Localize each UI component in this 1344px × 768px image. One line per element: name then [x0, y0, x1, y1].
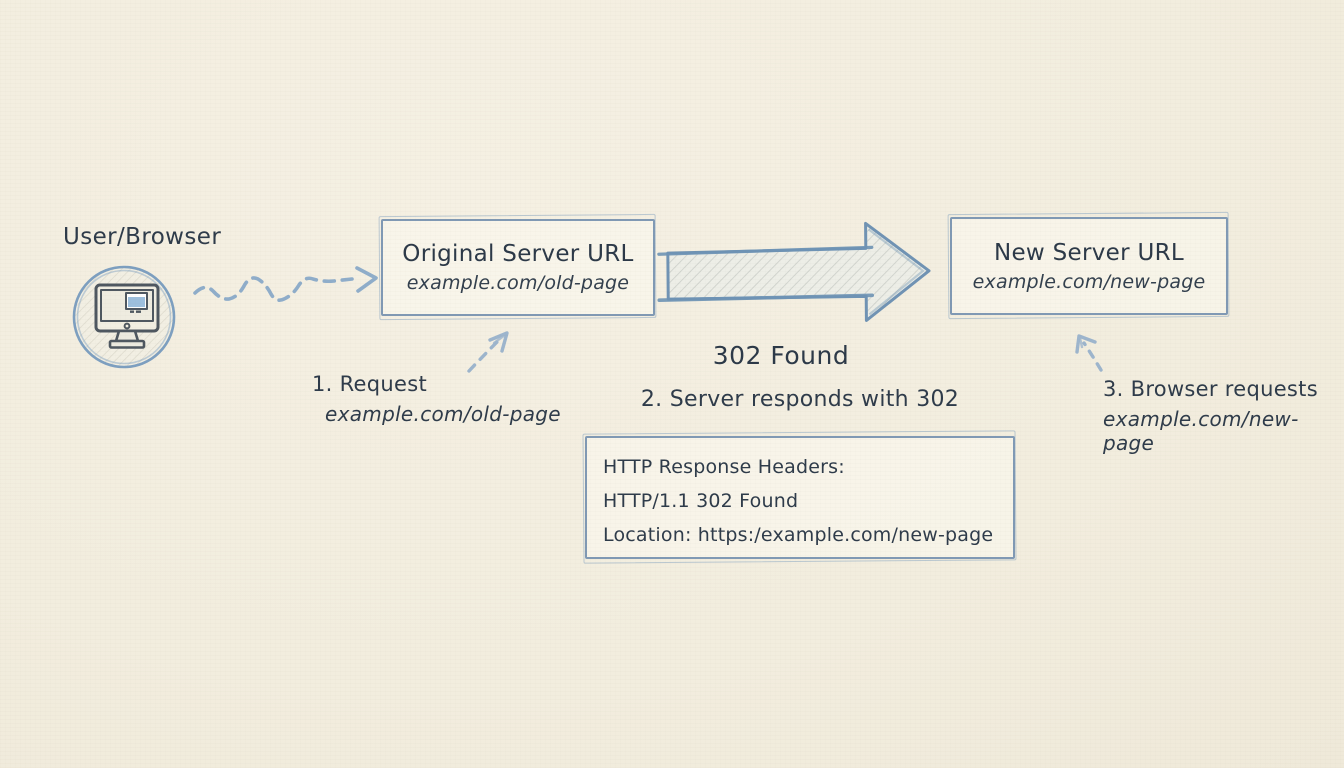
computer-monitor-icon	[72, 265, 176, 369]
step1-url: example.com/old-page	[325, 402, 561, 426]
user-browser-icon	[69, 262, 179, 372]
response-headers-box: HTTP Response Headers: HTTP/1.1 302 Foun…	[585, 436, 1015, 559]
step3-arrow	[1075, 334, 1103, 372]
step3-url: example.com/new-page	[1103, 407, 1299, 455]
step2-label: 2. Server responds with 302	[640, 387, 960, 412]
original-server-url: example.com/old-page	[406, 272, 630, 294]
step3-label: 3. Browser requests example.com/new-page	[1103, 377, 1344, 455]
response-location-line: Location: https:/example.com/new-page	[603, 524, 994, 546]
original-server-title: Original Server URL	[402, 241, 634, 267]
step1-label: 1. Request example.com/old-page	[312, 372, 561, 426]
new-server-box: New Server URL example.com/new-page	[950, 217, 1228, 315]
user-browser-label: User/Browser	[63, 224, 222, 250]
new-server-url: example.com/new-page	[972, 270, 1206, 293]
step3-text: 3. Browser requests	[1103, 377, 1318, 401]
response-status-line: HTTP/1.1 302 Found	[603, 490, 799, 512]
response-headers-title: HTTP Response Headers:	[603, 456, 845, 478]
redirect-status-label: 302 Found	[712, 341, 850, 370]
step1-text: 1. Request	[312, 372, 428, 396]
redirect-arrow	[657, 221, 931, 322]
step1-arrow	[467, 331, 509, 373]
wavy-request-arrow	[193, 266, 378, 302]
new-server-title: New Server URL	[993, 239, 1185, 266]
original-server-box: Original Server URL example.com/old-page	[381, 219, 655, 316]
